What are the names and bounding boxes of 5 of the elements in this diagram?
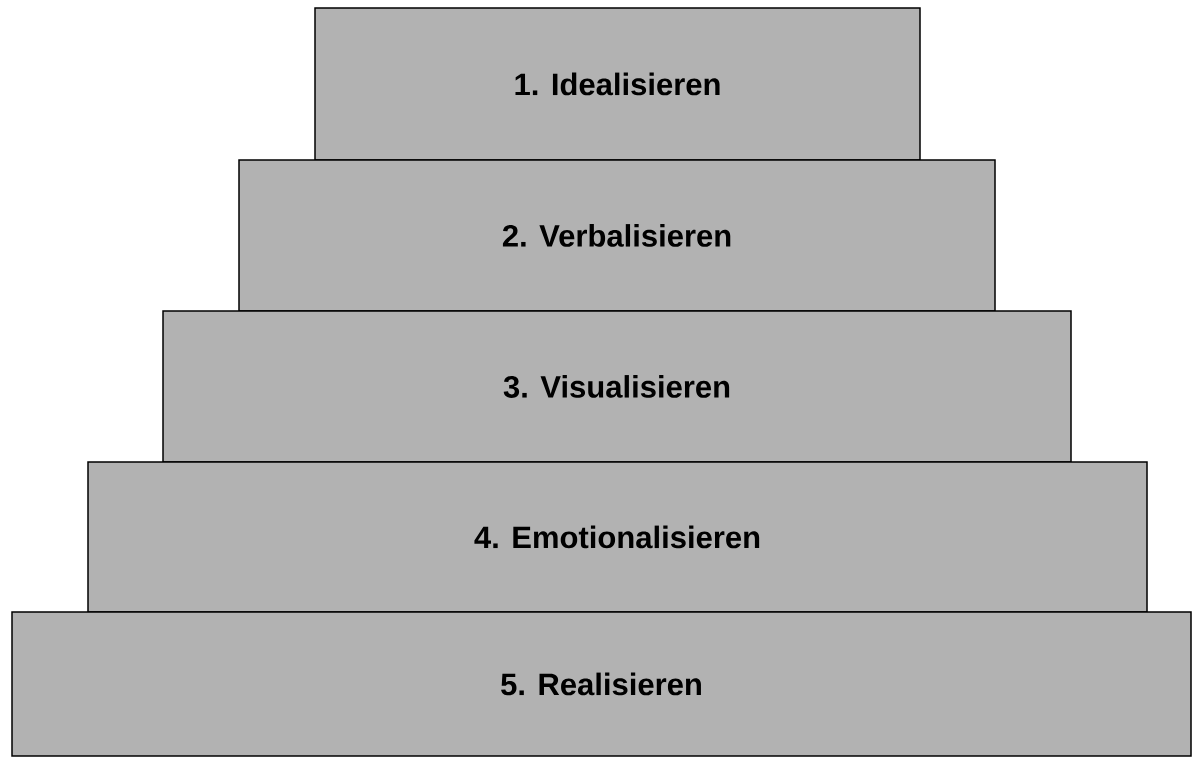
step-box: 4. Emotionalisieren xyxy=(87,461,1148,613)
step-box: 3. Visualisieren xyxy=(162,310,1072,463)
step-box: 1. Idealisieren xyxy=(314,7,921,161)
step-box: 2. Verbalisieren xyxy=(238,159,996,312)
step-box: 5. Realisieren xyxy=(11,611,1192,757)
